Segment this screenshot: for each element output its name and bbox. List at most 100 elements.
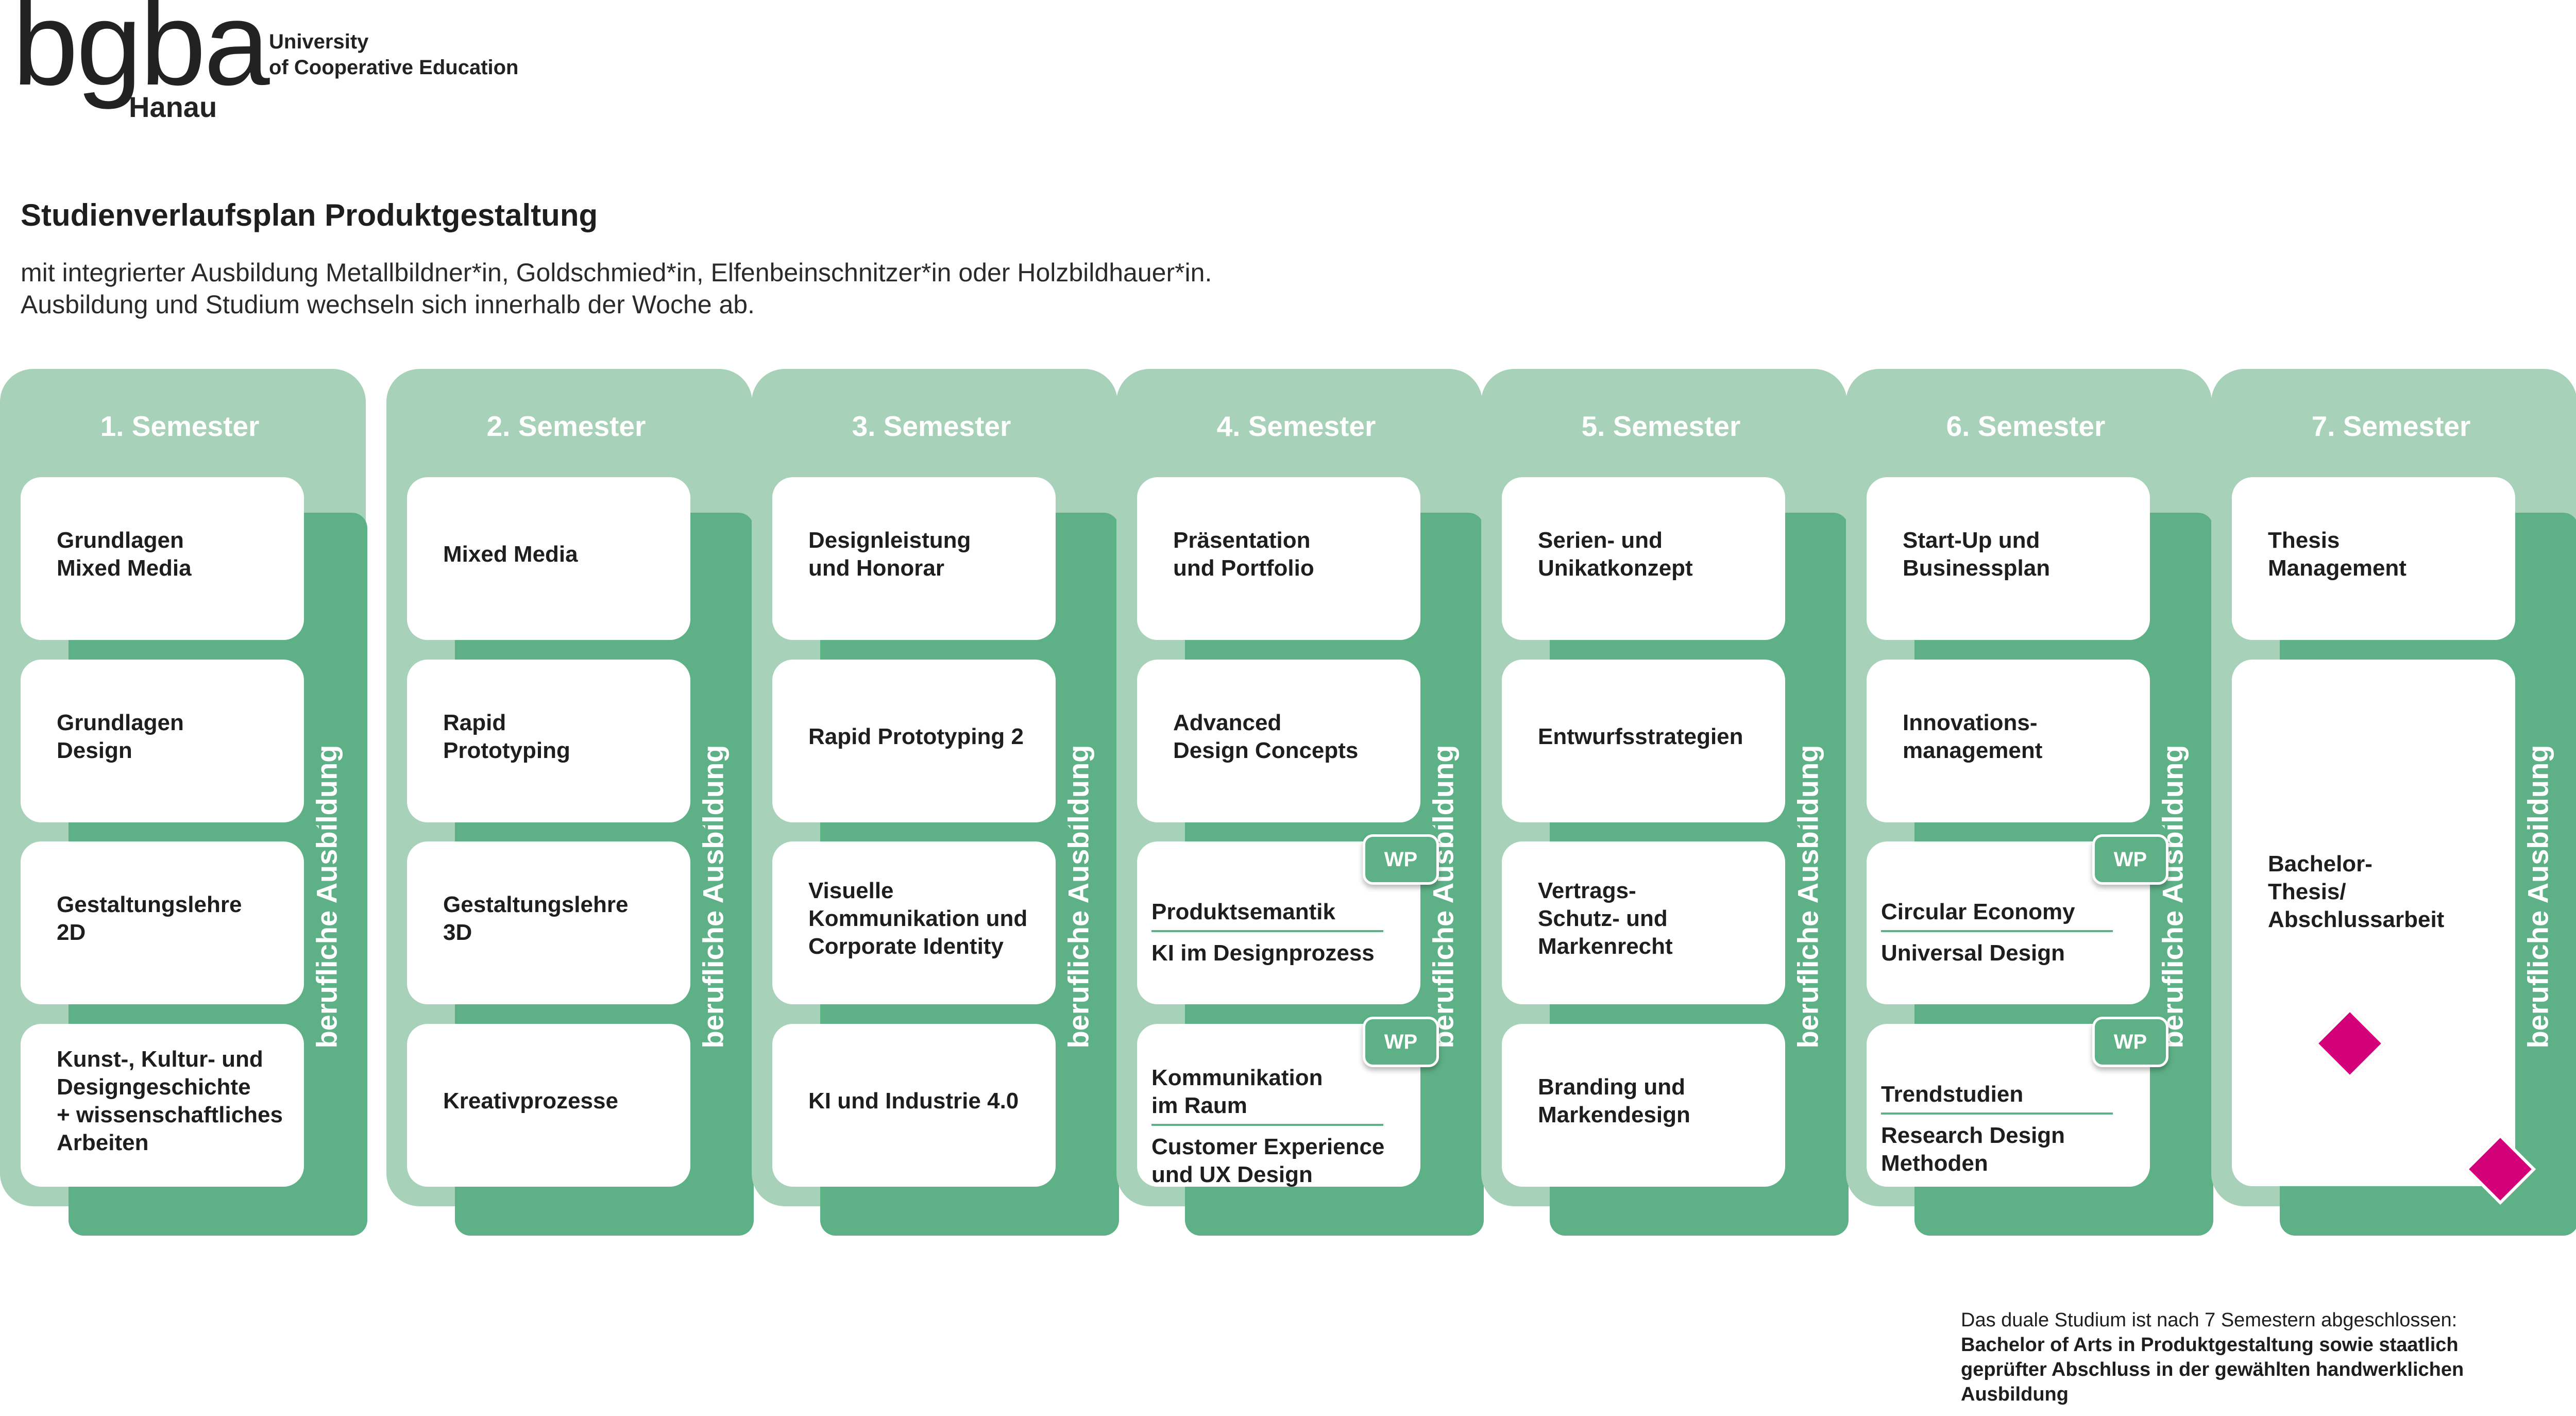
course-title-line: Vertrags- [1538, 878, 1636, 903]
course-title-line: Kreativprozesse [443, 1088, 618, 1114]
elective-option-line: Circular Economy [1881, 899, 2075, 924]
card-connector [88, 1006, 319, 1021]
course-title-line: Corporate Identity [808, 934, 1004, 959]
course-title-line: Markenrecht [1538, 934, 1673, 959]
elective-option-line: Research Design [1881, 1123, 2065, 1148]
course-title-line: Advanced [1173, 710, 1282, 735]
course-title-line: Markendesign [1538, 1102, 1690, 1127]
course-title-line: Kunst-, Kultur- und [57, 1047, 263, 1072]
course-title-line: Rapid [443, 710, 506, 735]
elective-option-line: KI im Designprozess [1151, 940, 1375, 966]
card-connector [474, 824, 706, 840]
course-title-line: Gestaltungslehre [443, 892, 629, 917]
footer-note: Das duale Studium ist nach 7 Semestern a… [1961, 1308, 2576, 1407]
ausbildung-label-7: berufliche Ausbildung [2521, 745, 2554, 1049]
course-title: Entwurfsstrategien [1538, 723, 1785, 751]
card-connector [2299, 642, 2531, 658]
elective-option-line: Universal Design [1881, 940, 2065, 966]
course-title-line: Grundlagen [57, 710, 184, 735]
course-title-line: und Honorar [808, 555, 944, 581]
footer-line-4: Ausbildung [1961, 1384, 2069, 1405]
course-card: Entwurfsstrategien [1502, 660, 1785, 822]
course-title-line: Prototyping [443, 738, 570, 763]
elective-option-line: Trendstudien [1881, 1082, 2024, 1107]
course-card: Bachelor-Thesis/Abschlussarbeit [2232, 660, 2515, 1186]
course-title-line: Arbeiten [57, 1130, 149, 1155]
ausbildung-label-3: berufliche Ausbildung [1062, 745, 1095, 1049]
elective-option: Trendstudien [1881, 1081, 2149, 1108]
course-title: KI und Industrie 4.0 [808, 1087, 1056, 1115]
course-title-line: management [1903, 738, 2043, 763]
course-title-line: Schutz- und [1538, 906, 1668, 931]
course-title-line: Abschlussarbeit [2268, 907, 2445, 932]
course-title-line: und Portfolio [1173, 555, 1314, 581]
course-title-line: + wissenschaftliches [57, 1102, 283, 1127]
course-title-line: Designgeschichte [57, 1074, 251, 1100]
elective-option: Produktsemantik [1151, 898, 1419, 926]
course-title-line: Unikatkonzept [1538, 555, 1693, 581]
course-title-line: Start-Up und [1903, 528, 2040, 553]
course-title: Rapid Prototyping 2 [808, 723, 1056, 751]
footer-line-3: geprüfter Abschluss in der gewählten han… [1961, 1359, 2464, 1380]
course-title-line: Branding und [1538, 1074, 1685, 1100]
elective-separator [1151, 1124, 1383, 1126]
course-title-line: Design Concepts [1173, 738, 1359, 763]
course-title-line: Kommunikation und [808, 906, 1028, 931]
card-connector [474, 642, 706, 658]
course-card: Kreativprozesse [407, 1024, 690, 1187]
ausbildung-label-4: berufliche Ausbildung [1427, 745, 1460, 1049]
course-card: Rapid Prototyping 2 [772, 660, 1056, 822]
course-title-line: Design [57, 738, 132, 763]
elective-option-line: im Raum [1151, 1093, 1247, 1118]
course-title: Bachelor-Thesis/Abschlussarbeit [2268, 850, 2515, 934]
card-connector [839, 824, 1071, 840]
elective-separator [1881, 1112, 2113, 1115]
card-connector [88, 824, 319, 840]
card-connector [1204, 642, 1436, 658]
course-title-line: Thesis [2268, 528, 2340, 553]
course-title-line: Innovations- [1903, 710, 2038, 735]
semester-4-title: 4. Semester [1216, 410, 1376, 442]
card-connector [839, 1006, 1071, 1021]
logo-tagline-line-2: of Cooperative Education [269, 56, 519, 79]
logo-tagline-line-1: University [269, 30, 369, 53]
logo-tagline: University of Cooperative Education [269, 29, 519, 80]
elective-option-line: Produktsemantik [1151, 899, 1335, 924]
semester-1-title: 1. Semester [100, 410, 260, 442]
ausbildung-label-6: berufliche Ausbildung [2156, 745, 2189, 1049]
page-subtitle: mit integrierter Ausbildung Metallbildne… [21, 257, 1212, 321]
course-title-line: KI und Industrie 4.0 [808, 1088, 1019, 1114]
elective-option-line: und UX Design [1151, 1162, 1313, 1187]
course-title-line: Businessplan [1903, 555, 2050, 581]
card-connector [88, 642, 319, 658]
elective-option: KI im Designprozess [1151, 939, 1419, 967]
card-connector [474, 1006, 706, 1021]
semester-5-title: 5. Semester [1581, 410, 1741, 442]
course-title: Mixed Media [443, 541, 690, 568]
